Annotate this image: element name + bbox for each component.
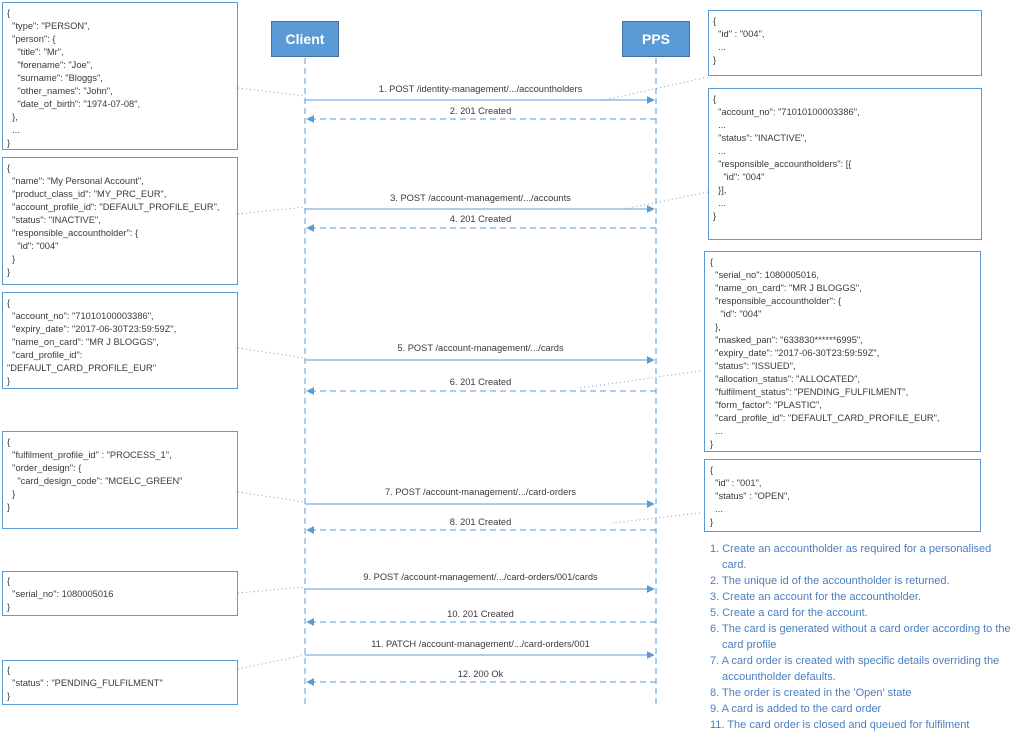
response-box-accountholder: { "id" : "004", ... } bbox=[708, 10, 982, 76]
notes-list: 1. Create an accountholder as required f… bbox=[710, 541, 1018, 733]
request-box-account: { "name": "My Personal Account", "produc… bbox=[2, 157, 238, 285]
request-box-accountholder: { "type": "PERSON", "person": { "title":… bbox=[2, 2, 238, 150]
request-json-patch-order: { "status" : "PENDING_FULFILMENT" } bbox=[7, 665, 163, 701]
message-label-7: 7. POST /account-management/.../card-ord… bbox=[384, 487, 577, 497]
message-label-10: 10. 201 Created bbox=[447, 609, 514, 619]
note-item: 1. Create an accountholder as required f… bbox=[710, 543, 992, 571]
request-connectors bbox=[237, 87, 306, 670]
note-item: 8. The order is created in the 'Open' st… bbox=[710, 687, 912, 699]
request-box-add-card: { "serial_no": 1080005016 } bbox=[2, 571, 238, 616]
message-label-9: 9. POST /account-management/.../card-ord… bbox=[363, 572, 598, 582]
request-box-card-order: { "fulfilment_profile_id" : "PROCESS_1",… bbox=[2, 431, 238, 529]
response-json-card: { "serial_no": 1080005016, "name_on_card… bbox=[710, 257, 940, 449]
message-label-8: 8. 201 Created bbox=[449, 517, 512, 527]
message-label-2: 2. 201 Created bbox=[449, 106, 512, 116]
message-label-4: 4. 201 Created bbox=[449, 214, 512, 224]
request-box-card: { "account_no": "71010100003386", "expir… bbox=[2, 292, 238, 389]
response-json-accountholder: { "id" : "004", ... } bbox=[713, 16, 765, 65]
request-box-patch-order: { "status" : "PENDING_FULFILMENT" } bbox=[2, 660, 238, 705]
message-label-6: 6. 201 Created bbox=[449, 377, 512, 387]
note-item: 5. Create a card for the account. bbox=[710, 607, 868, 619]
response-box-card: { "serial_no": 1080005016, "name_on_card… bbox=[704, 251, 981, 452]
request-json-accountholder: { "type": "PERSON", "person": { "title":… bbox=[7, 8, 141, 148]
participant-client: Client bbox=[271, 21, 339, 57]
response-box-card-order: { "id" : "001", "status" : "OPEN", ... } bbox=[704, 459, 981, 532]
request-json-card: { "account_no": "71010100003386", "expir… bbox=[7, 298, 177, 386]
request-json-account: { "name": "My Personal Account", "produc… bbox=[7, 163, 220, 277]
request-json-card-order: { "fulfilment_profile_id" : "PROCESS_1",… bbox=[7, 437, 183, 512]
response-connectors bbox=[579, 76, 709, 524]
message-arrows bbox=[305, 96, 656, 686]
participant-pps: PPS bbox=[622, 21, 690, 57]
note-item: 6. The card is generated without a card … bbox=[710, 623, 1011, 651]
message-label-3: 3. POST /account-management/.../accounts bbox=[390, 193, 571, 203]
note-item: 7. A card order is created with specific… bbox=[710, 655, 1000, 683]
message-label-12: 12. 200 Ok bbox=[457, 669, 504, 679]
message-label-11: 11. PATCH /account-management/.../card-o… bbox=[371, 639, 590, 649]
note-item: 2. The unique id of the accountholder is… bbox=[710, 575, 950, 587]
note-item: 9. A card is added to the card order bbox=[710, 703, 882, 715]
response-box-account: { "account_no": "71010100003386", ... "s… bbox=[708, 88, 982, 240]
message-label-5: 5. POST /account-management/.../cards bbox=[397, 343, 564, 353]
request-json-add-card: { "serial_no": 1080005016 } bbox=[7, 576, 114, 612]
note-item: 11. The card order is closed and queued … bbox=[710, 719, 970, 731]
response-json-card-order: { "id" : "001", "status" : "OPEN", ... } bbox=[710, 465, 790, 527]
response-json-account: { "account_no": "71010100003386", ... "s… bbox=[713, 94, 860, 221]
message-label-1: 1. POST /identity-management/.../account… bbox=[378, 84, 583, 94]
note-item: 3. Create an account for the accounthold… bbox=[710, 591, 921, 603]
